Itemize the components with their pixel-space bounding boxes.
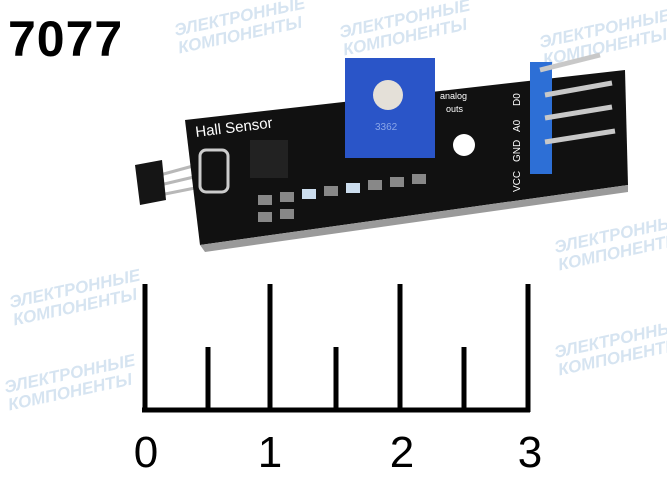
pin-label-vcc: VCC — [512, 171, 523, 192]
pin-label-d0: D0 — [512, 93, 523, 106]
potentiometer-knob — [373, 80, 403, 110]
scale-label: 2 — [390, 428, 414, 477]
label-analog: analog — [440, 91, 467, 101]
pin-label-gnd: GND — [512, 140, 523, 162]
smd-components — [258, 174, 426, 222]
hall-sensor-chip — [135, 160, 166, 205]
label-digital: digital — [440, 78, 464, 88]
scale-label: 3 — [518, 428, 542, 477]
ic-chip — [250, 140, 288, 178]
header-pins — [539, 52, 616, 145]
scale-label: 1 — [258, 428, 282, 477]
sensor-pads — [198, 148, 230, 194]
pin-label-a0: A0 — [512, 119, 523, 132]
pcb-edge — [200, 185, 628, 252]
scale-label: 0 — [134, 428, 158, 477]
pin-header — [530, 62, 552, 174]
pot-marking: 3362 — [375, 122, 398, 133]
ruler-scale — [142, 284, 531, 413]
product-code: 7077 — [8, 11, 124, 67]
mounting-hole — [453, 134, 475, 156]
label-outs: outs — [446, 104, 464, 114]
